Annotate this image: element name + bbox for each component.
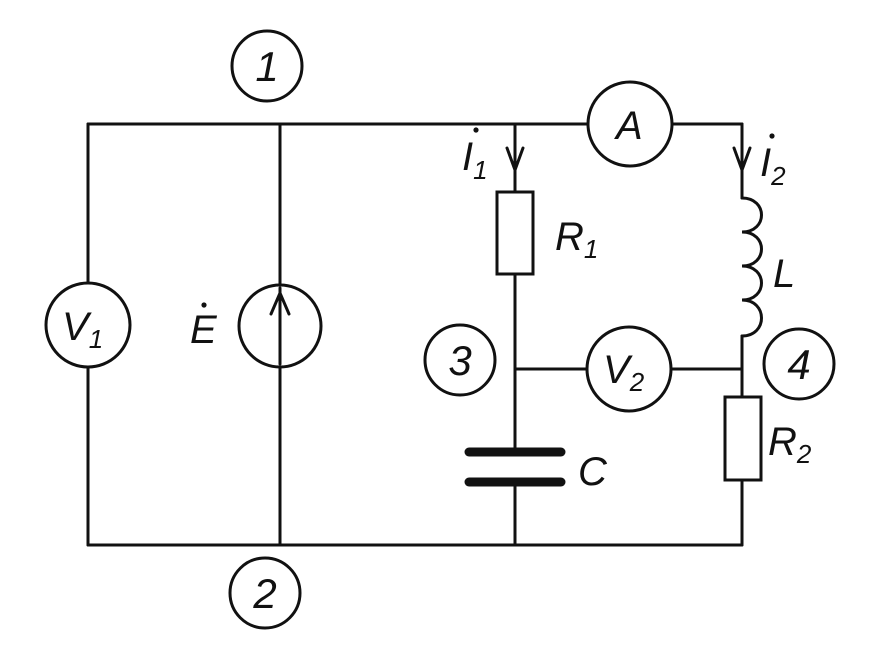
ammeter-circle	[586, 80, 674, 168]
node-4-circle	[762, 327, 836, 401]
current-i1: I1	[462, 127, 488, 185]
ammeter-label: A	[614, 104, 643, 148]
resistor-r1: R1	[495, 190, 598, 276]
voltmeter-v2-circle	[585, 325, 673, 413]
current-i1-arrow	[505, 146, 525, 175]
current-i1-phasor-dot	[473, 127, 479, 133]
resistor-r2-label: R2	[768, 420, 812, 469]
inductor-label: L	[773, 252, 795, 296]
ammeter: A	[586, 80, 674, 168]
node-2-label: 2	[252, 570, 276, 617]
voltmeter-v1: V1	[44, 281, 132, 369]
capacitor-c: C	[464, 447, 608, 494]
node-4: 4	[762, 327, 836, 401]
node-1-circle	[230, 29, 304, 103]
resistor-r2-body	[723, 395, 763, 482]
emf-arrow-icon	[269, 289, 291, 316]
voltmeter-v2-label: V2	[603, 348, 645, 397]
node-1: 1	[230, 29, 304, 103]
node-4-label: 4	[787, 341, 810, 388]
voltmeter-v2: V2	[585, 325, 673, 413]
node-2: 2	[228, 556, 302, 630]
wires	[86, 122, 744, 547]
inductor-coil	[740, 196, 763, 338]
voltmeter-v1-circle	[44, 281, 132, 369]
capacitor-label: C	[578, 450, 608, 494]
node-1-label: 1	[255, 43, 278, 90]
node-3: 3	[423, 323, 497, 397]
resistor-r1-label: R1	[555, 215, 598, 264]
resistor-r2: R2	[723, 395, 812, 482]
current-i2-phasor-dot	[769, 133, 775, 139]
resistor-r1-body	[495, 190, 535, 276]
current-i2-label: I2	[760, 141, 786, 191]
node-3-circle	[423, 323, 497, 397]
current-i2-arrow	[732, 146, 752, 175]
current-i2: I2	[760, 133, 786, 191]
node-3-label: 3	[448, 337, 471, 384]
emf-phasor-dot	[201, 302, 207, 308]
node-2-circle	[228, 556, 302, 630]
emf-label: E	[190, 308, 218, 352]
voltmeter-v1-label: V1	[62, 305, 103, 354]
current-i1-label: I1	[462, 135, 488, 185]
inductor-l: L	[740, 196, 795, 338]
emf-source: E	[190, 283, 323, 369]
